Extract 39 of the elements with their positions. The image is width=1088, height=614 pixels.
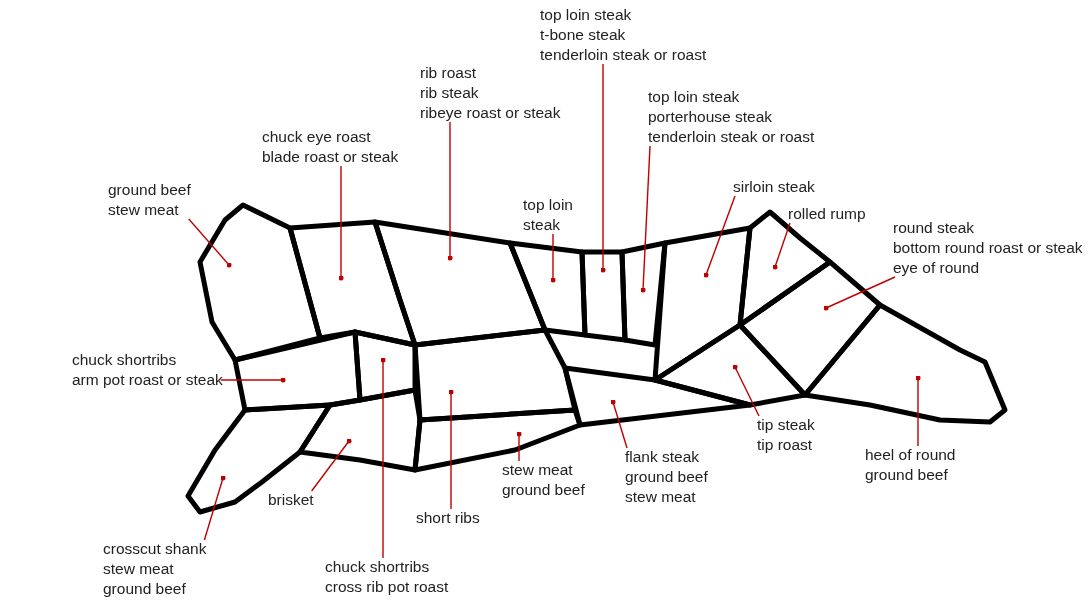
cut-label: flank steak ground beef stew meat (625, 447, 708, 507)
cut-label: tip steak tip roast (757, 415, 815, 455)
leader-line (380, 357, 386, 559)
leader-line (772, 222, 791, 270)
cut-region (562, 365, 753, 428)
leader-line (203, 475, 226, 541)
leader-line (600, 63, 606, 273)
cut-label: stew meat ground beef (502, 460, 585, 500)
cut-label: top loin steak t-bone steak tenderloin steak or roast (540, 5, 707, 65)
cut-label: crosscut shank stew meat ground beef (103, 539, 207, 599)
leader-line (516, 431, 522, 462)
leader-line (915, 375, 921, 447)
cut-label: brisket (268, 490, 314, 510)
leader-line (310, 438, 352, 492)
cut-label: top loin steak porterhouse steak tenderloin steak or roast (648, 87, 815, 147)
leader-line (610, 399, 628, 449)
leader-line (823, 276, 896, 311)
cut-label: chuck eye roast blade roast or steak (262, 127, 399, 167)
cut-label: ground beef stew meat (108, 180, 191, 220)
cut-label: short ribs (416, 508, 480, 528)
cut-label: top loin steak (523, 195, 593, 235)
leader-line (447, 121, 453, 261)
leader-line (338, 165, 344, 281)
cut-label: round steak bottom round roast or steak eye of round (893, 218, 1083, 278)
cut-region (737, 259, 883, 398)
leader-line (550, 233, 556, 283)
cut-label: chuck shortribs arm pot roast or steak (72, 350, 223, 390)
leader-line (188, 218, 232, 268)
leader-line (732, 364, 760, 417)
cut-label: heel of round ground beef (865, 445, 956, 485)
cut-label: chuck shortribs cross rib pot roast (325, 557, 449, 597)
leader-line (640, 145, 651, 293)
cut-label: rib roast rib steak ribeye roast or steak (420, 63, 561, 123)
leader-line (703, 195, 736, 278)
cut-region (412, 407, 583, 473)
leader-line (448, 389, 454, 510)
cut-label: rolled rump (788, 204, 866, 224)
cut-region (352, 329, 418, 403)
cut-label: sirloin steak (733, 177, 815, 197)
